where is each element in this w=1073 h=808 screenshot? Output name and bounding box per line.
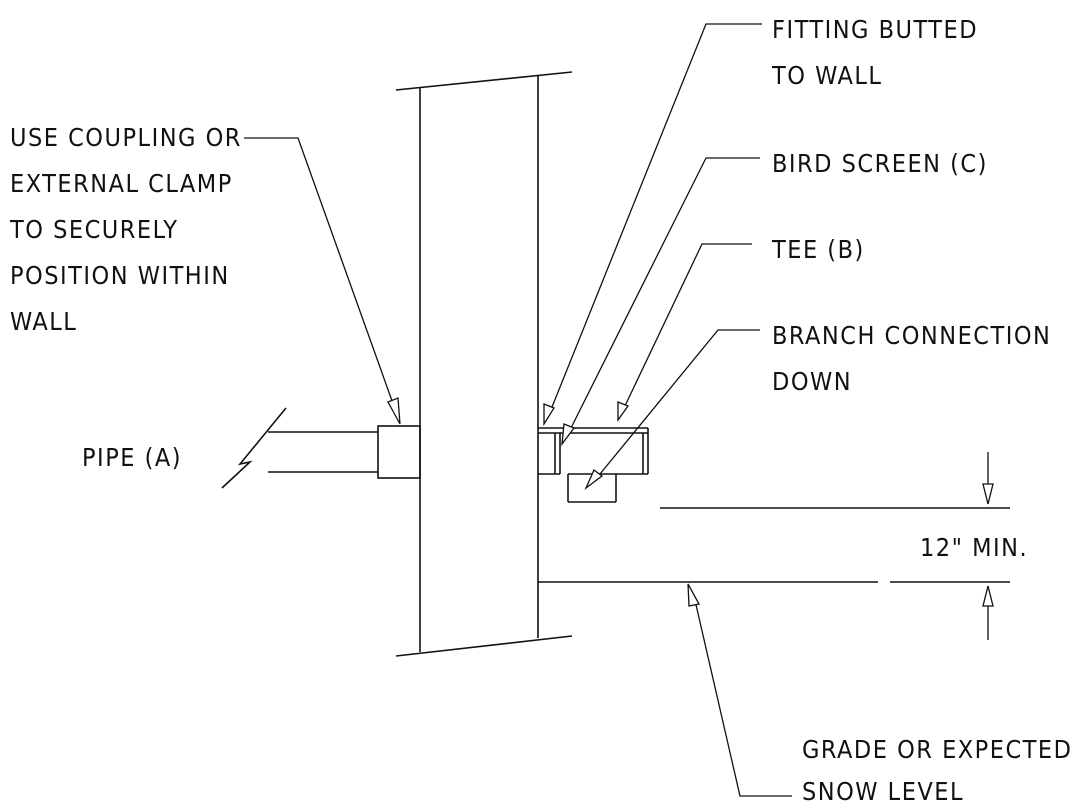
leader-bird-screen [561, 157, 760, 447]
wall [395, 71, 573, 657]
fitting-label-line1: FITTING BUTTED [772, 15, 978, 44]
branch-label-line2: DOWN [772, 367, 852, 396]
label-fitting-butted: FITTING BUTTED TO WALL [771, 15, 978, 90]
coupling-label-line4: POSITION WITHIN [10, 261, 230, 290]
tee-label: TEE (B) [771, 235, 865, 264]
leader-tee [617, 243, 752, 423]
dimension-lines [538, 452, 1010, 640]
coupling-label-line5: WALL [10, 307, 77, 336]
coupling [377, 425, 421, 479]
pipe [221, 407, 378, 489]
leader-grade [687, 583, 792, 797]
coupling-label-line3: TO SECURELY [9, 215, 179, 244]
coupling-label-line1: USE COUPLING OR [10, 123, 242, 152]
leader-fitting [543, 23, 762, 427]
label-grade: GRADE OR EXPECTED [802, 735, 1072, 764]
bird-screen-label: BIRD SCREEN (C) [772, 149, 988, 178]
leader-coupling [244, 137, 401, 425]
branch-label-line1: BRANCH CONNECTION [772, 321, 1051, 350]
min-clearance-label: 12" MIN. [920, 533, 1028, 562]
coupling-label-line2: EXTERNAL CLAMP [10, 169, 233, 198]
fitting-label-line2: TO WALL [771, 61, 882, 90]
pipe-label: PIPE (A) [82, 443, 182, 472]
leader-branch [584, 329, 760, 491]
label-branch-connection: BRANCH CONNECTION DOWN [772, 321, 1051, 396]
tee-fitting [538, 427, 649, 503]
grade-label-line1: GRADE OR EXPECTED [802, 735, 1072, 764]
label-coupling-note: USE COUPLING OR EXTERNAL CLAMP TO SECURE… [9, 123, 242, 336]
